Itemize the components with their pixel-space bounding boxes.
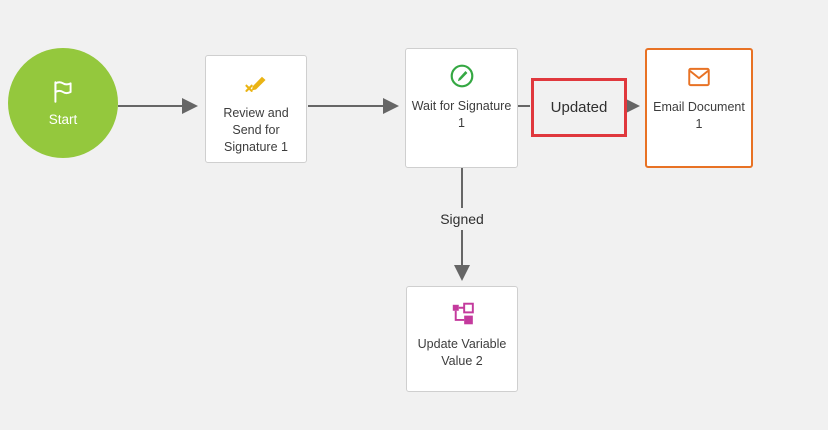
node-start[interactable]: Start <box>8 48 118 158</box>
edge-label-updated: Updated <box>550 99 608 116</box>
node-wait-for-signature[interactable]: Wait for Signature 1 <box>405 48 518 168</box>
signature-pencil-icon <box>243 70 269 96</box>
pen-circle-icon <box>449 63 475 89</box>
branch-variable-icon <box>449 301 475 327</box>
node-label: Review and Send for Signature 1 <box>223 106 289 154</box>
envelope-icon <box>686 64 712 90</box>
node-label: Update Variable Value 2 <box>417 337 507 368</box>
edge-label-signed: Signed <box>433 208 491 230</box>
node-label: Wait for Signature 1 <box>411 99 512 130</box>
node-label: Email Document 1 <box>653 100 745 131</box>
node-email-document[interactable]: Email Document 1 <box>645 48 753 168</box>
node-label: Start <box>48 112 78 127</box>
node-update-variable-value[interactable]: Update Variable Value 2 <box>406 286 518 392</box>
flag-icon <box>50 79 76 105</box>
updated-highlight-box: Updated <box>531 78 627 137</box>
node-review-and-send[interactable]: Review and Send for Signature 1 <box>205 55 307 163</box>
